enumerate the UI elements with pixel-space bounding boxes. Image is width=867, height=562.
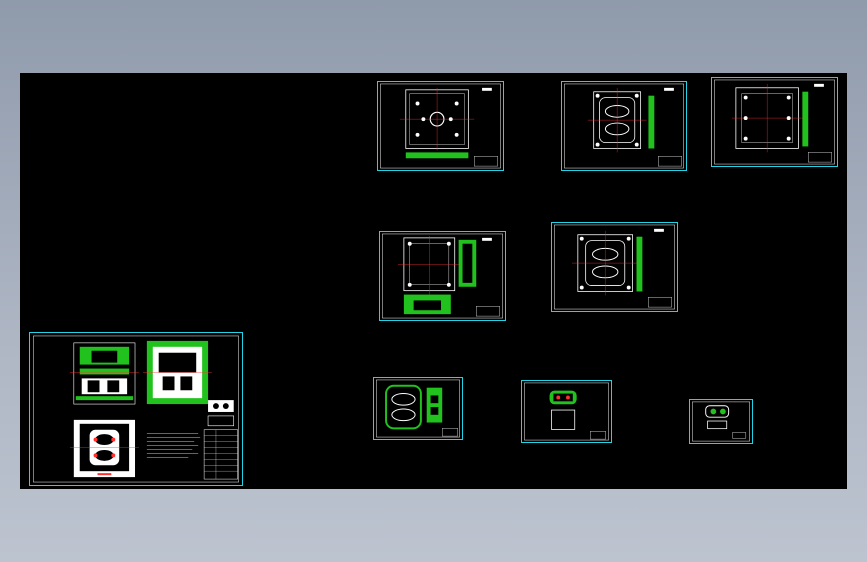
plate-round-drawing [380,83,501,169]
sheet-part-b[interactable] [521,380,612,443]
sheet-plate-grid[interactable] [711,77,838,167]
sheet-assembly[interactable] [29,332,243,486]
plate-cavity-2-drawing [554,224,675,310]
sheet-part-c[interactable] [689,399,753,444]
assembly-drawing [33,335,239,483]
sheet-part-a[interactable] [373,377,463,440]
sheet-plate-side[interactable] [379,231,506,321]
part-b-drawing [524,382,609,441]
drawing-canvas[interactable] [20,73,847,489]
sheet-plate-round[interactable] [377,81,504,171]
part-c-drawing [692,401,750,442]
plate-grid-drawing [714,79,835,165]
part-a-drawing [376,379,460,438]
plate-cavity-drawing [564,83,684,169]
sheet-plate-cavity[interactable] [561,81,687,171]
plate-side-drawing [382,233,503,319]
sheet-plate-cavity-2[interactable] [551,222,678,312]
